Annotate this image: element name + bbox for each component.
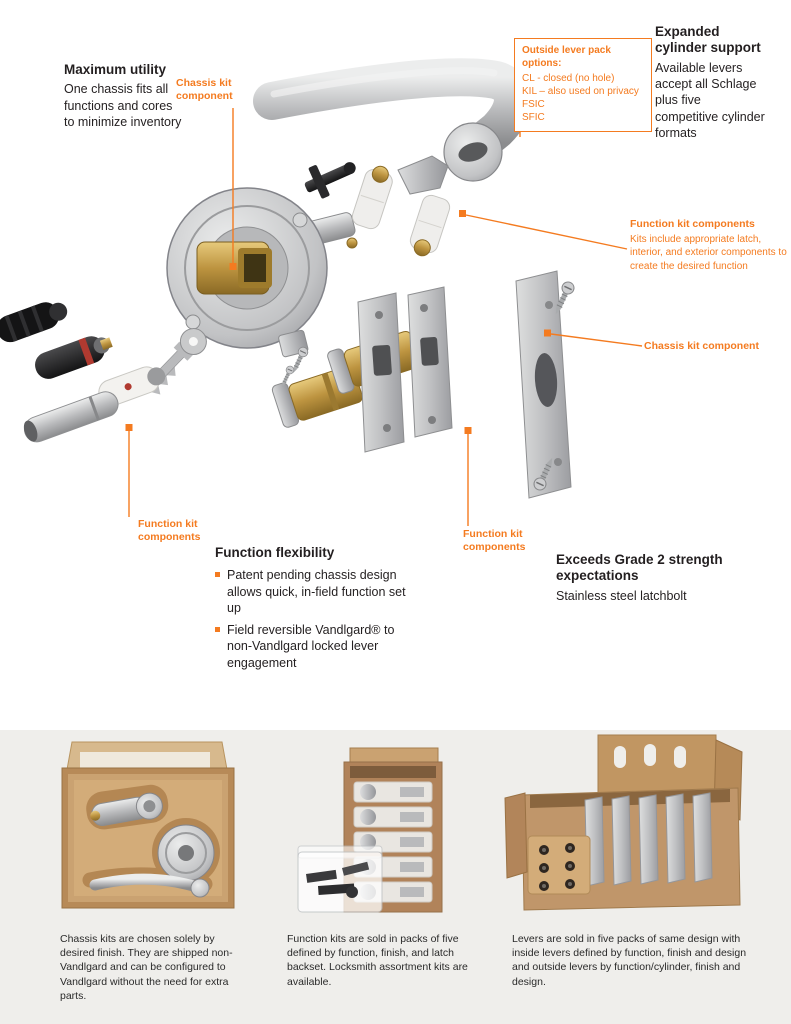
bullet-text: Field reversible Vandlgard® to non-Vandl… <box>227 623 395 670</box>
annotation-body: Available levers accept all Schlage plus… <box>655 60 765 140</box>
annotation-function-kit-components-right: Function kit components Kits include app… <box>630 218 788 273</box>
spindle-illustration <box>304 162 356 199</box>
lever-pack-option: KIL – also used on privacy <box>522 85 639 97</box>
label-chassis-kit-component-top: Chassis kit component <box>176 77 233 103</box>
annotation-expanded-cylinder-support: Expanded cylinder support Available leve… <box>655 24 767 141</box>
annotation-title: Expanded cylinder support <box>655 24 761 56</box>
label-chassis-kit-component-right: Chassis kit component <box>644 340 759 352</box>
bullet-square-icon <box>215 627 220 633</box>
annotation-title: Function kit components <box>630 218 755 230</box>
strike-plate-illustration <box>515 270 572 499</box>
lever-pack-box-photo <box>504 734 743 911</box>
packaging-photos <box>61 734 743 913</box>
chassis-kit-box-photo <box>61 741 235 909</box>
latch-faceplate-2 <box>407 286 453 438</box>
feature-bullet-list: Patent pending chassis design allows qui… <box>215 567 423 671</box>
annotation-maximum-utility: Maximum utility One chassis fits all fun… <box>64 62 182 130</box>
label-function-kit-components-left: Function kit components <box>138 518 201 544</box>
annotation-exceeds-grade2: Exceeds Grade 2 strength expectations St… <box>556 552 734 604</box>
annotation-body: Kits include appropriate latch, interior… <box>630 234 787 272</box>
metal-tube-illustration <box>23 391 119 443</box>
screw-tray <box>527 835 591 895</box>
callout-markers <box>125 210 551 434</box>
callout-lines <box>128 108 643 526</box>
feature-bullet: Patent pending chassis design allows qui… <box>215 567 423 616</box>
function-kit-box-photo <box>297 747 443 913</box>
exploded-diagram <box>0 58 643 526</box>
callout-outside-lever-pack-options: Outside lever pack options: CL - closed … <box>514 38 652 132</box>
brass-screw-small <box>346 237 358 249</box>
annotation-body: One chassis fits all functions and cores… <box>64 82 182 129</box>
cylinder-housing-2 <box>409 194 451 257</box>
lever-pack-option: SFIC <box>522 112 545 124</box>
locksmith-case <box>297 845 383 913</box>
annotation-title: Maximum utility <box>64 62 167 77</box>
annotation-body: Stainless steel latchbolt <box>556 588 687 603</box>
lever-catch-illustration <box>397 155 449 195</box>
feature-bullet: Field reversible Vandlgard® to non-Vandl… <box>215 622 423 671</box>
cylinder-housing-1 <box>351 165 393 230</box>
caption-chassis-kits: Chassis kits are chosen solely by desire… <box>60 933 233 1002</box>
core-black-illustration <box>0 302 68 343</box>
lever-pack-option: CL - closed (no hole) <box>522 72 615 84</box>
caption-function-kits: Function kits are sold in packs of five … <box>287 933 468 988</box>
annotation-title: Function flexibility <box>215 545 335 560</box>
bullet-text: Patent pending chassis design allows qui… <box>227 568 406 615</box>
annotation-function-flexibility: Function flexibility Patent pending chas… <box>215 545 423 671</box>
annotation-title: Exceeds Grade 2 strength expectations <box>556 552 723 584</box>
caption-lever-packs: Levers are sold in five packs of same de… <box>512 933 747 988</box>
lever-pack-option: FSIC <box>522 99 545 111</box>
lever-handle-illustration <box>253 58 532 182</box>
bullet-square-icon <box>215 572 220 578</box>
callout-title: Outside lever pack options: <box>522 45 611 70</box>
core-red-band-illustration <box>35 336 113 379</box>
label-function-kit-components-center: Function kit components <box>463 528 526 554</box>
chassis-illustration <box>166 187 356 358</box>
latch-faceplate-1 <box>357 292 405 453</box>
